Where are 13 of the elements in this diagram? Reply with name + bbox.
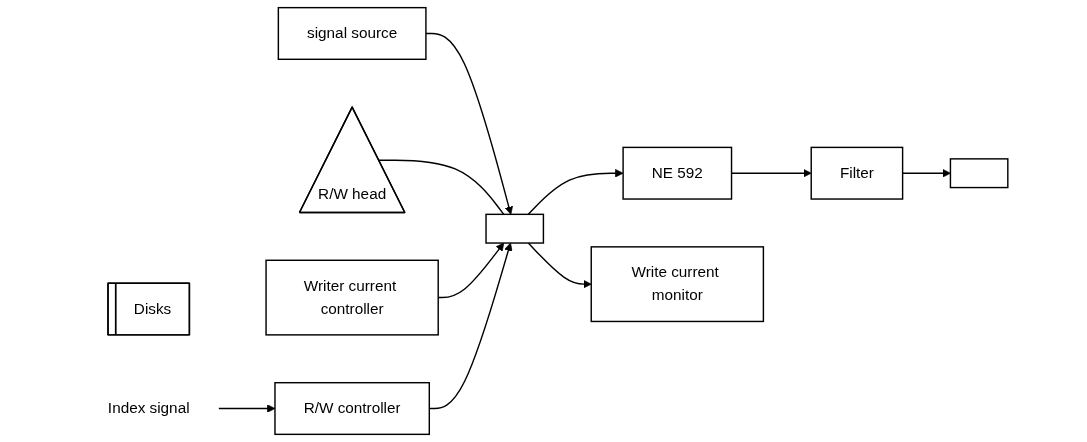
node-box: R/W controller (274, 382, 430, 436)
node-box: signal source (277, 6, 427, 60)
node-text: Index signal (107, 399, 190, 417)
arrow (425, 32, 513, 215)
node-box: Write current monitor (590, 246, 765, 323)
node-box (485, 213, 545, 244)
connector (378, 159, 505, 216)
arrow (527, 242, 592, 289)
node-box: Filter (810, 146, 904, 200)
node-box: NE 592 (622, 146, 733, 200)
node-box: Writer current controller (265, 259, 439, 336)
arrow (527, 169, 624, 216)
node-box (949, 158, 1009, 189)
